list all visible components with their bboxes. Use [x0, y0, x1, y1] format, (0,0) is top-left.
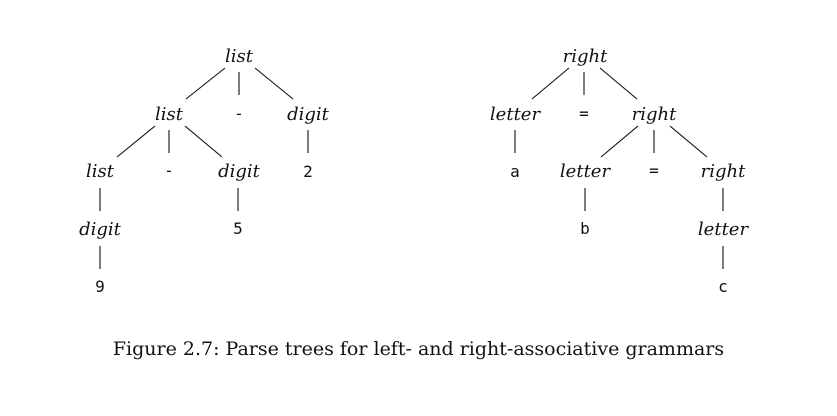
figure-caption: Figure 2.7: Parse trees for left- and ri…: [112, 338, 725, 360]
node-list: list: [155, 104, 184, 125]
node-digit: digit: [79, 219, 122, 240]
node-letter: letter: [560, 161, 612, 182]
edge: [116, 125, 156, 158]
node-right-root: right: [563, 46, 608, 67]
node-equals: =: [649, 161, 659, 180]
node-minus: -: [234, 104, 244, 123]
node-right: right: [632, 104, 677, 125]
node-digit: digit: [218, 161, 261, 182]
node-terminal-5: 5: [233, 219, 243, 238]
node-terminal-2: 2: [303, 162, 313, 181]
edge: [600, 125, 639, 158]
node-terminal-9: 9: [95, 277, 105, 296]
node-digit: digit: [287, 104, 330, 125]
left-assoc-tree: list list - digit list - digit 2 digit 5…: [79, 46, 330, 296]
edge: [184, 125, 223, 158]
node-right: right: [701, 161, 746, 182]
node-letter: letter: [698, 219, 750, 240]
edge: [599, 67, 638, 100]
node-terminal-c: c: [718, 277, 728, 296]
node-list-root: list: [225, 46, 254, 67]
edge: [185, 67, 226, 100]
node-list: list: [86, 161, 115, 182]
node-terminal-a: a: [510, 162, 520, 181]
node-equals: =: [579, 104, 589, 123]
node-minus: -: [164, 161, 174, 180]
node-letter: letter: [490, 104, 542, 125]
edge: [254, 67, 294, 100]
right-assoc-tree: right letter = right a letter = right b …: [490, 46, 750, 296]
node-terminal-b: b: [580, 219, 590, 238]
edge: [669, 125, 708, 158]
edge: [531, 67, 570, 100]
